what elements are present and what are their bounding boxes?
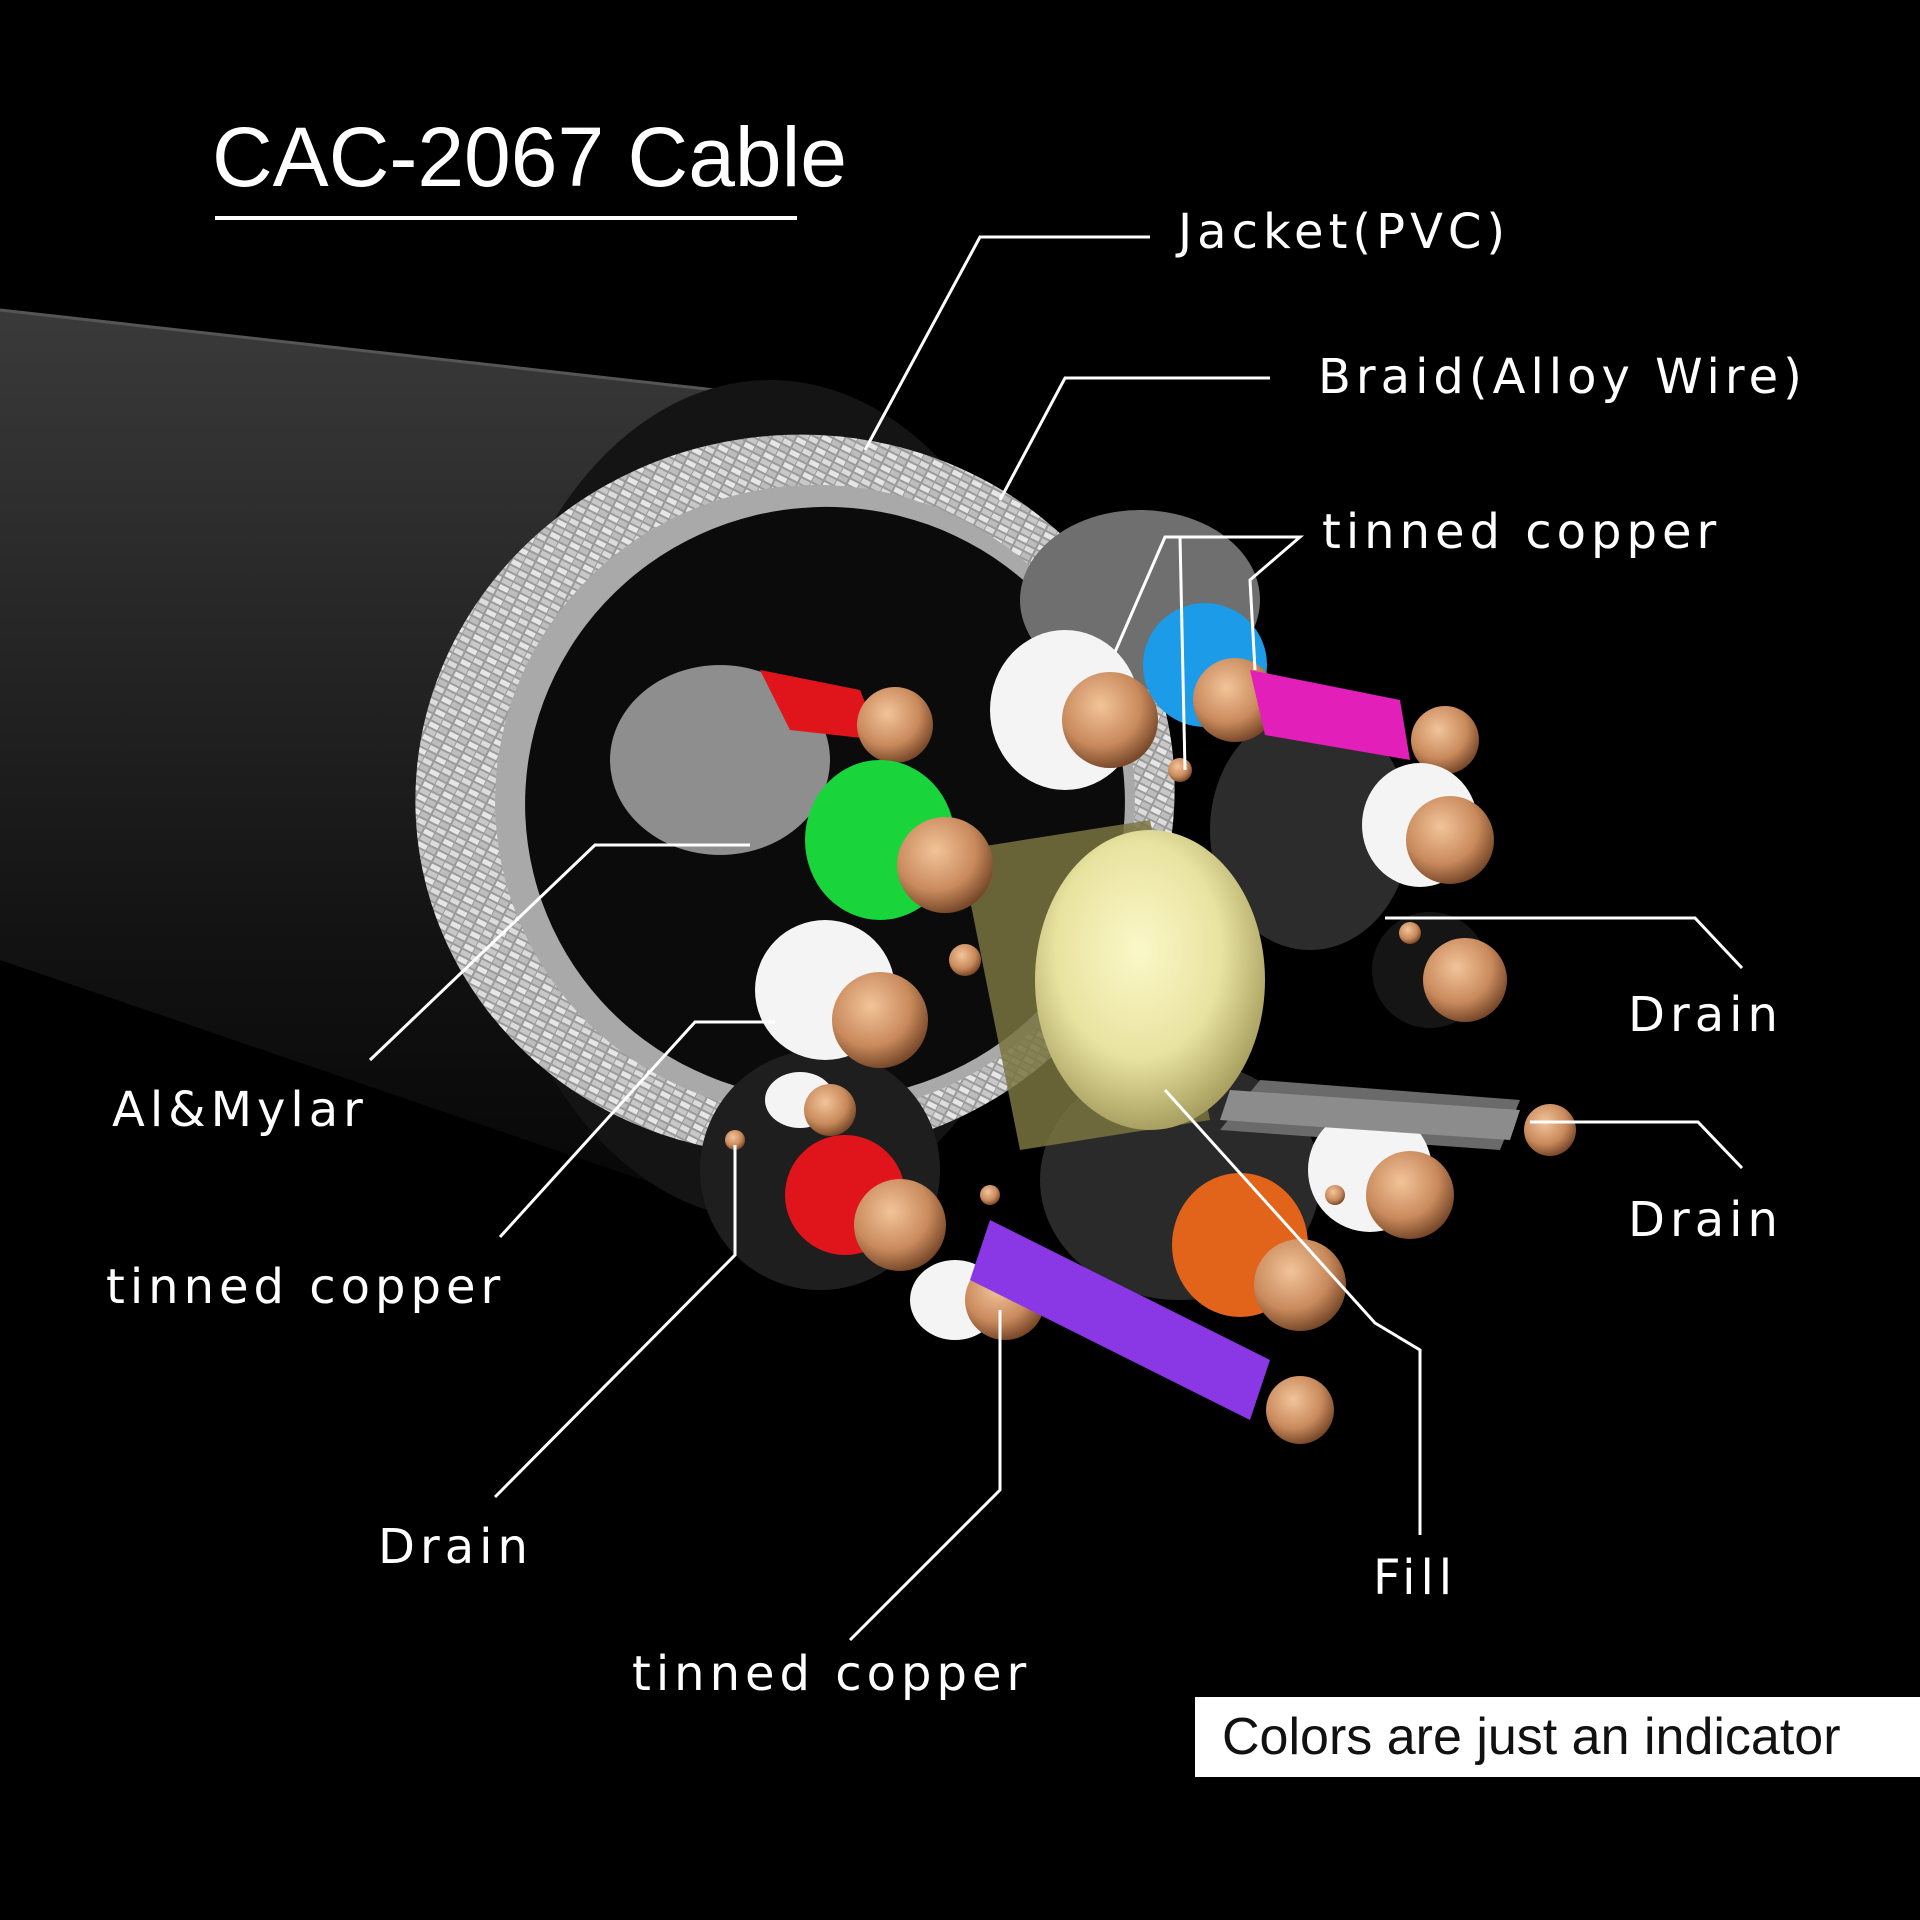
label-al-mylar: Al&Mylar <box>112 1082 368 1138</box>
conductors <box>725 603 1576 1444</box>
label-braid: Braid(Alloy Wire) <box>1318 349 1807 405</box>
label-fill: Fill <box>1373 1550 1457 1606</box>
disclaimer-text: Colors are just an indicator <box>1222 1708 1841 1766</box>
label-drain-bottom: Drain <box>378 1519 533 1575</box>
label-tinned-copper-left: tinned copper <box>106 1259 505 1315</box>
label-tinned-copper-bottom: tinned copper <box>632 1646 1031 1702</box>
disclaimer-box <box>1195 1697 1920 1777</box>
fill-core <box>960 820 1265 1150</box>
label-jacket: Jacket(PVC) <box>1175 204 1510 260</box>
label-drain-right-2: Drain <box>1628 1192 1783 1248</box>
label-tinned-copper-top: tinned copper <box>1322 504 1721 560</box>
leader-lines <box>368 235 1744 1642</box>
label-drain-right-1: Drain <box>1628 987 1783 1043</box>
diagram-title: CAC-2067 Cable <box>212 110 847 204</box>
